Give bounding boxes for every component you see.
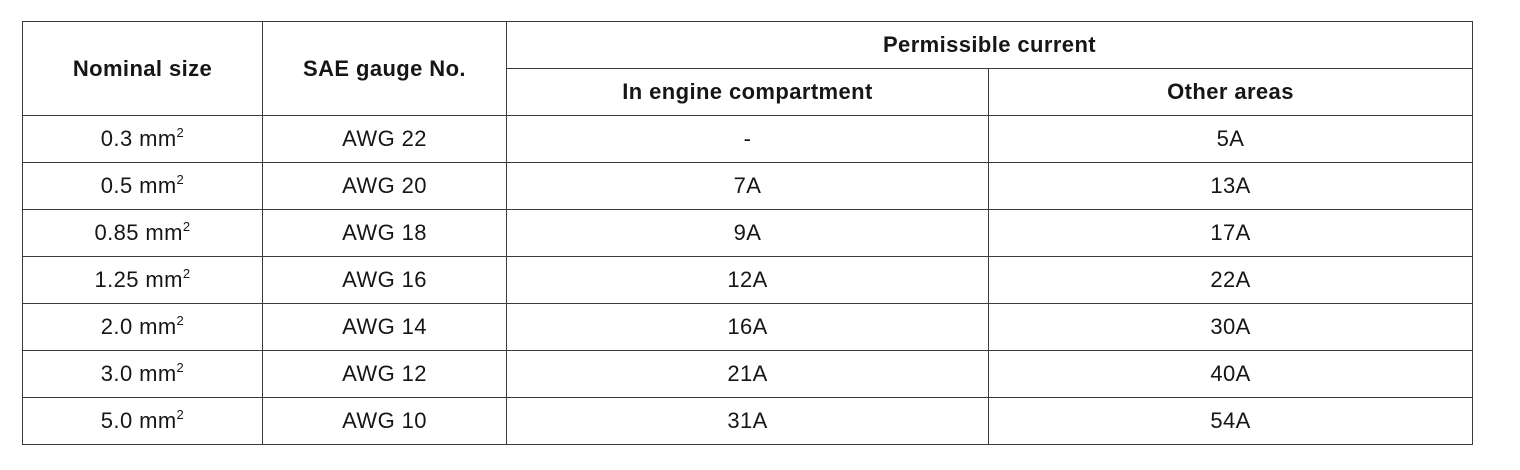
table-row: 1.25 mm2 AWG 16 12A 22A bbox=[22, 256, 1473, 304]
sae-gauge-cell: AWG 22 bbox=[262, 115, 507, 163]
engine-current-cell: 9A bbox=[506, 209, 989, 257]
wire-current-table: Nominal size SAE gauge No. Permissible c… bbox=[22, 21, 1473, 445]
sae-gauge-cell: AWG 14 bbox=[262, 303, 507, 351]
nominal-size-cell: 0.3 mm2 bbox=[22, 115, 263, 163]
nominal-size-cell: 3.0 mm2 bbox=[22, 350, 263, 398]
table-row: 0.5 mm2 AWG 20 7A 13A bbox=[22, 162, 1473, 210]
sae-gauge-cell: AWG 20 bbox=[262, 162, 507, 210]
other-current-cell: 30A bbox=[988, 303, 1473, 351]
nominal-size-cell: 2.0 mm2 bbox=[22, 303, 263, 351]
other-current-cell: 5A bbox=[988, 115, 1473, 163]
header-sae-gauge: SAE gauge No. bbox=[262, 21, 507, 116]
table-row: 5.0 mm2 AWG 10 31A 54A bbox=[22, 397, 1473, 445]
sae-gauge-cell: AWG 16 bbox=[262, 256, 507, 304]
engine-current-cell: 12A bbox=[506, 256, 989, 304]
header-engine-compartment: In engine compartment bbox=[506, 68, 989, 116]
sae-gauge-cell: AWG 12 bbox=[262, 350, 507, 398]
table-row: 2.0 mm2 AWG 14 16A 30A bbox=[22, 303, 1473, 351]
engine-current-cell: 21A bbox=[506, 350, 989, 398]
other-current-cell: 13A bbox=[988, 162, 1473, 210]
header-other-areas: Other areas bbox=[988, 68, 1473, 116]
sae-gauge-cell: AWG 18 bbox=[262, 209, 507, 257]
sae-gauge-cell: AWG 10 bbox=[262, 397, 507, 445]
table-row: 0.85 mm2 AWG 18 9A 17A bbox=[22, 209, 1473, 257]
other-current-cell: 17A bbox=[988, 209, 1473, 257]
other-current-cell: 40A bbox=[988, 350, 1473, 398]
engine-current-cell: 31A bbox=[506, 397, 989, 445]
other-current-cell: 22A bbox=[988, 256, 1473, 304]
header-nominal-size: Nominal size bbox=[22, 21, 263, 116]
engine-current-cell: 7A bbox=[506, 162, 989, 210]
engine-current-cell: 16A bbox=[506, 303, 989, 351]
nominal-size-cell: 0.85 mm2 bbox=[22, 209, 263, 257]
engine-current-cell: - bbox=[506, 115, 989, 163]
other-current-cell: 54A bbox=[988, 397, 1473, 445]
nominal-size-cell: 5.0 mm2 bbox=[22, 397, 263, 445]
table-row: 0.3 mm2 AWG 22 - 5A bbox=[22, 115, 1473, 163]
table-row: 3.0 mm2 AWG 12 21A 40A bbox=[22, 350, 1473, 398]
nominal-size-cell: 1.25 mm2 bbox=[22, 256, 263, 304]
header-permissible-current: Permissible current bbox=[506, 21, 1473, 69]
nominal-size-cell: 0.5 mm2 bbox=[22, 162, 263, 210]
